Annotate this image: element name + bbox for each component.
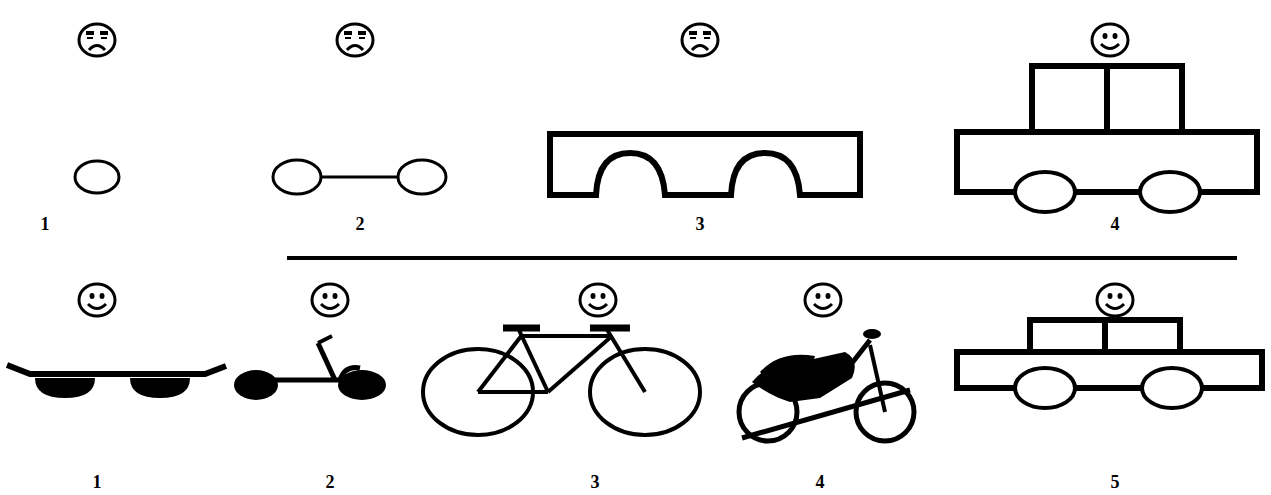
motorbike-icon: [739, 329, 914, 441]
happy-face: [1097, 284, 1133, 316]
bicycle-icon: [423, 328, 700, 435]
callout-number: 2: [340, 214, 380, 234]
divider-line: [287, 256, 1237, 260]
callout-number: 1: [25, 214, 65, 234]
callout-number: 2: [310, 472, 350, 492]
callout-number: 4: [800, 472, 840, 492]
wheel-shape: [75, 161, 119, 193]
sad-face: [337, 24, 373, 56]
scooter-icon: [234, 336, 386, 400]
callout-number: 3: [575, 472, 615, 492]
car-icon: [957, 320, 1262, 408]
sad-face: [682, 24, 718, 56]
sad-face: [79, 24, 115, 56]
happy-face: [805, 284, 841, 316]
happy-face: [79, 284, 115, 316]
callout-number: 5: [1095, 472, 1135, 492]
happy-face: [312, 284, 348, 316]
axle-shape: [273, 160, 446, 194]
skateboard-icon: [7, 365, 226, 398]
callout-number: 1: [77, 472, 117, 492]
callout-number: 4: [1095, 214, 1135, 234]
car-shape: [957, 66, 1257, 212]
chassis-shape: [550, 134, 860, 195]
happy-face: [580, 284, 616, 316]
callout-number: 3: [680, 214, 720, 234]
happy-face: [1092, 24, 1128, 56]
